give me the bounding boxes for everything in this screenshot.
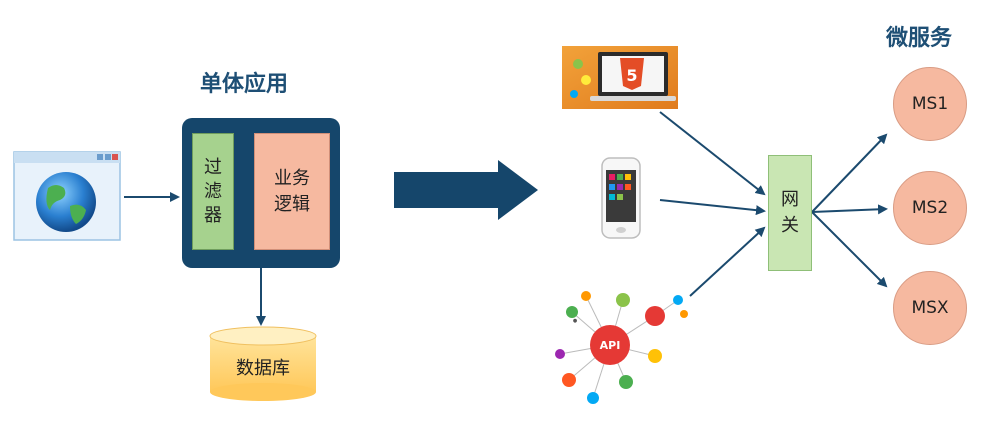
api-to-gateway-arrow [689,226,766,297]
transition-arrow-icon [394,160,538,220]
microservices-title: 微服务 [886,26,953,51]
browser-window-icon [13,151,121,241]
database-cylinder-icon [209,326,317,401]
microservice-node-msx: MSX [893,271,967,345]
api-network-icon: ● [555,291,688,404]
html5-to-gateway-arrow [659,111,766,196]
filter-module: 过滤器 [192,133,234,250]
html5-badge: 5 [626,66,637,85]
microservice-node-ms1: MS1 [893,67,967,141]
monolith-title: 单体应用 [200,72,289,97]
gateway-to-msx-arrow [811,211,888,288]
svg-text:●: ● [573,318,578,324]
phone-to-gateway-arrow [659,199,766,216]
gateway-label: 网关 [781,189,799,236]
smartphone-icon [601,157,641,239]
microservice-node-ms2: MS2 [893,171,967,245]
html5-laptop-icon [562,46,678,109]
api-hub-label: API [600,339,621,352]
gateway-module: 网关 [768,155,812,271]
gateway-to-ms1-arrow [811,133,888,213]
database-label: 数据库 [236,358,290,379]
gateway-to-ms2-arrow [811,204,888,215]
filter-label: 过滤器 [204,156,222,226]
business-logic-label: 业务逻辑 [274,167,310,215]
business-logic-module: 业务逻辑 [254,133,330,250]
